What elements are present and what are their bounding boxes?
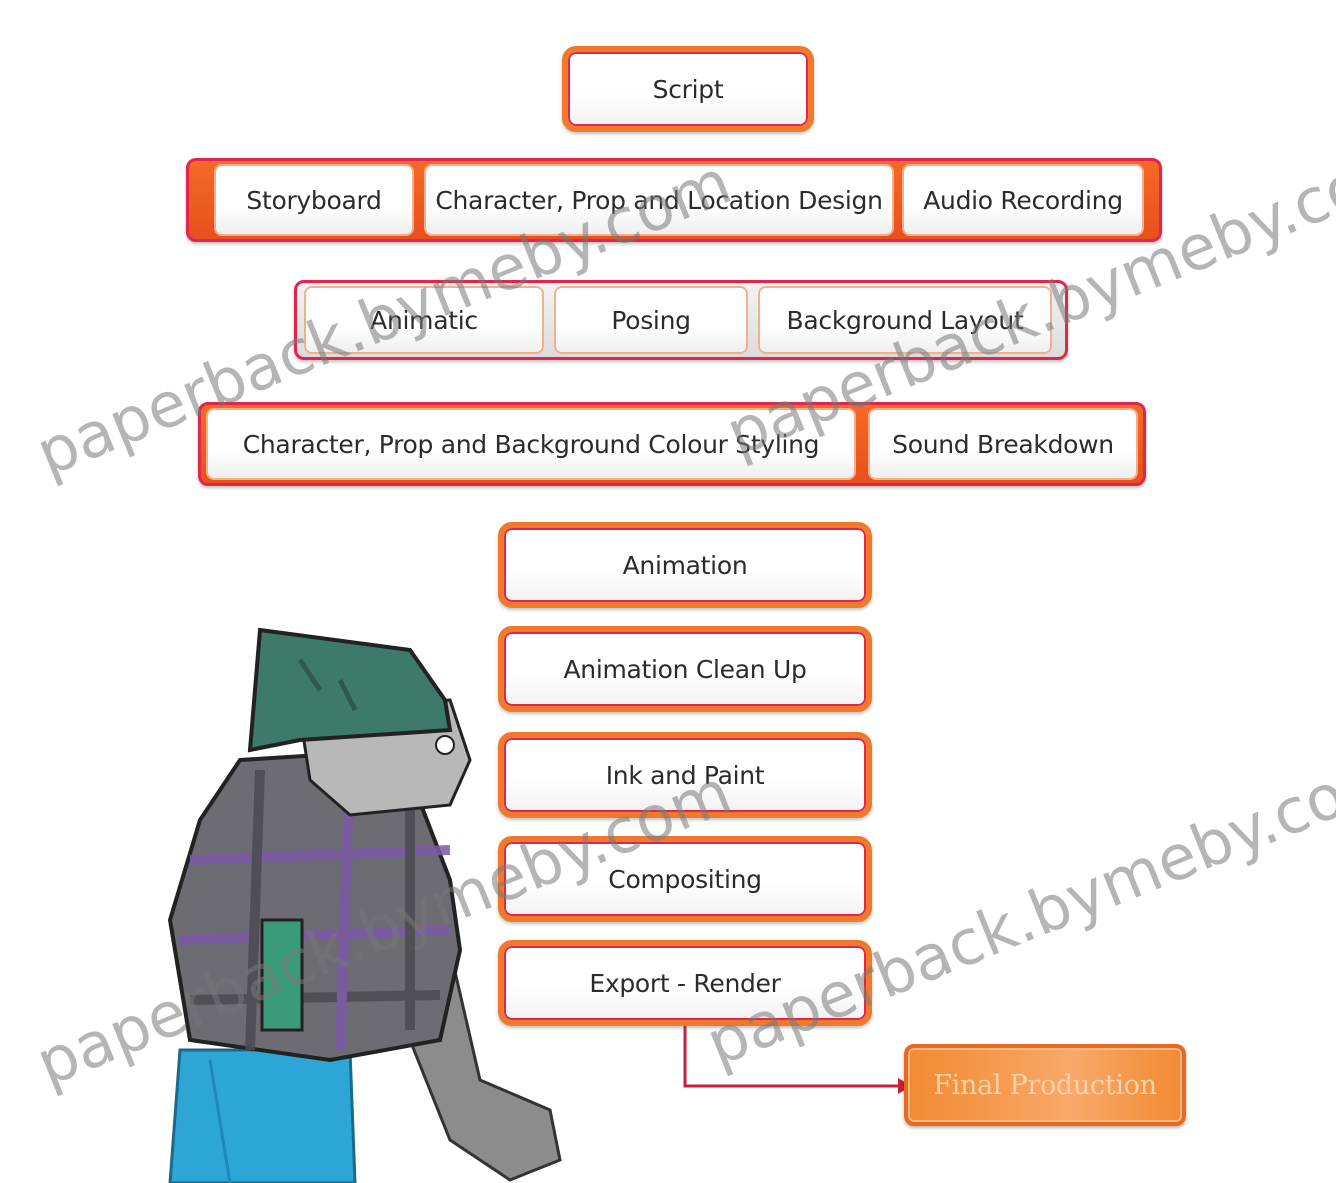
step-sound-breakdown: Sound Breakdown xyxy=(870,410,1136,478)
step-compositing: Compositing xyxy=(498,836,872,922)
step-animation-clean-up-label: Animation Clean Up xyxy=(563,654,807,684)
step-storyboard: Storyboard xyxy=(216,166,412,234)
step-animatic: Animatic xyxy=(306,288,542,352)
step-script-label: Script xyxy=(652,74,724,104)
step-storyboard-label: Storyboard xyxy=(246,185,382,215)
step-animation: Animation xyxy=(498,522,872,608)
step-compositing-label: Compositing xyxy=(608,864,762,894)
step-final-production-label: Final Production xyxy=(933,1069,1157,1101)
step-audio-recording: Audio Recording xyxy=(904,166,1142,234)
step-sound-breakdown-label: Sound Breakdown xyxy=(892,429,1114,459)
step-ink-and-paint-label: Ink and Paint xyxy=(605,760,765,790)
connector-line xyxy=(683,1026,898,1088)
character-illustration xyxy=(167,627,562,1183)
step-animatic-label: Animatic xyxy=(370,305,478,335)
step-character-design: Character, Prop and Location Design xyxy=(426,166,892,234)
step-script: Script xyxy=(562,46,814,132)
step-colour-styling-label: Character, Prop and Background Colour St… xyxy=(242,429,820,459)
step-background-layout-label: Background Layout xyxy=(786,305,1024,335)
step-animation-clean-up: Animation Clean Up xyxy=(498,626,872,712)
step-character-design-label: Character, Prop and Location Design xyxy=(435,185,883,215)
step-export-render: Export - Render xyxy=(498,940,872,1026)
step-final-production: Final Production xyxy=(904,1044,1186,1126)
character-leg xyxy=(168,1048,357,1183)
step-export-render-label: Export - Render xyxy=(589,968,781,998)
character-pocket xyxy=(260,918,304,1032)
step-animation-label: Animation xyxy=(622,550,748,580)
step-background-layout: Background Layout xyxy=(760,288,1050,352)
step-ink-and-paint: Ink and Paint xyxy=(498,732,872,818)
step-audio-recording-label: Audio Recording xyxy=(923,185,1123,215)
step-colour-styling: Character, Prop and Background Colour St… xyxy=(208,410,854,478)
character-beanie xyxy=(247,627,453,753)
step-posing-label: Posing xyxy=(611,305,691,335)
step-posing: Posing xyxy=(556,288,746,352)
character-jacket xyxy=(167,747,463,1063)
